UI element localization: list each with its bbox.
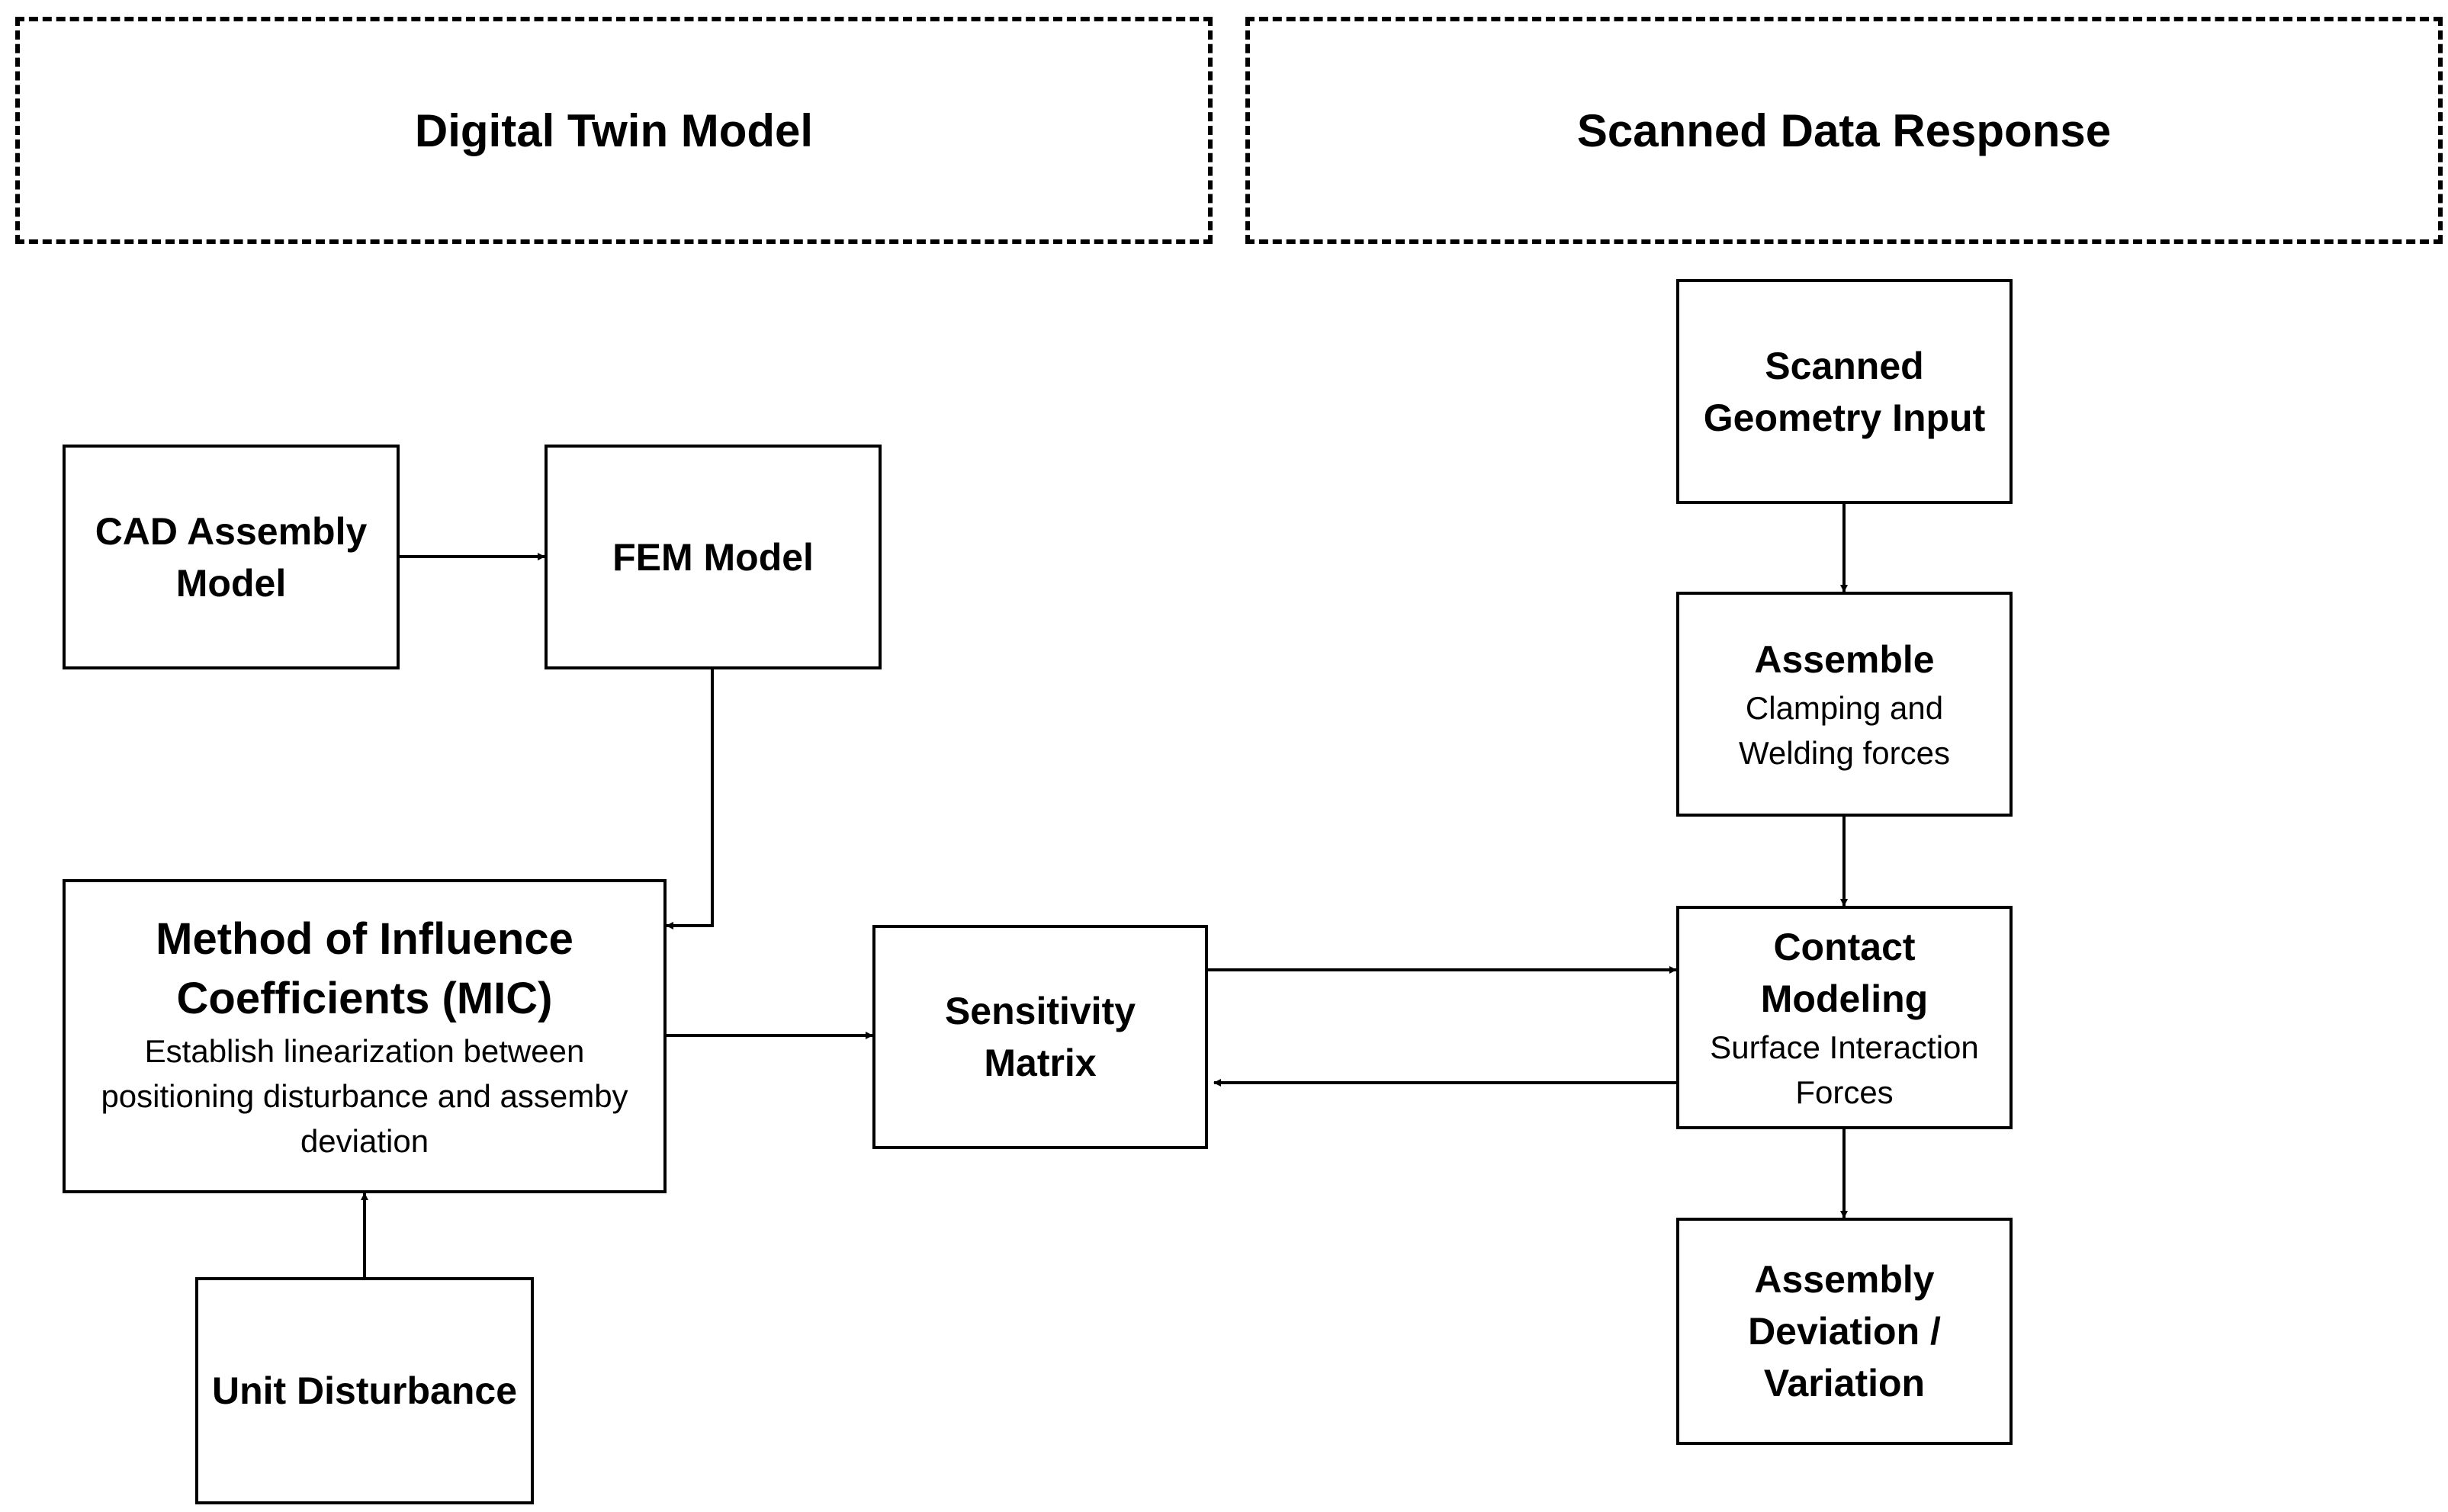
scanned-data-response-header: Scanned Data Response (1245, 17, 2443, 244)
fem-model-label: FEM Model (612, 535, 814, 579)
mic-title: Method of Influence Coefficients (MIC) (156, 913, 573, 1023)
mic-box: Method of Influence Coefficients (MIC) E… (63, 879, 667, 1193)
scanned-geometry-input-box: Scanned Geometry Input (1676, 279, 2013, 504)
assemble-description: Clamping and Welding forces (1738, 689, 1951, 771)
assemble-title: Assemble (1754, 637, 1935, 681)
assembly-deviation-box: Assembly Deviation / Variation (1676, 1218, 2013, 1445)
scanned-geometry-input-label: Scanned Geometry Input (1703, 344, 1986, 439)
arrow-fem-to-mic (666, 669, 714, 929)
fem-model-box: FEM Model (545, 445, 882, 669)
unit-disturbance-box: Unit Disturbance (195, 1277, 534, 1504)
assembly-deviation-label: Assembly Deviation / Variation (1748, 1258, 1941, 1404)
cad-assembly-model-label: CAD Assembly Model (95, 509, 368, 605)
contact-modeling-description: Surface Interaction Forces (1710, 1029, 1979, 1110)
digital-twin-model-title: Digital Twin Model (414, 104, 814, 156)
scanned-data-response-title: Scanned Data Response (1576, 104, 2112, 156)
unit-disturbance-label: Unit Disturbance (211, 1369, 518, 1412)
assemble-box: Assemble Clamping and Welding forces (1676, 592, 2013, 817)
sensitivity-matrix-box: Sensitivity Matrix (872, 925, 1208, 1149)
contact-modeling-box: Contact Modeling Surface Interaction For… (1676, 906, 2013, 1129)
mic-description: Establish linearization between position… (101, 1032, 628, 1159)
sensitivity-matrix-label: Sensitivity Matrix (944, 990, 1136, 1084)
cad-assembly-model-box: CAD Assembly Model (63, 445, 400, 669)
contact-modeling-title: Contact Modeling (1760, 925, 1929, 1020)
digital-twin-model-header: Digital Twin Model (15, 17, 1213, 244)
